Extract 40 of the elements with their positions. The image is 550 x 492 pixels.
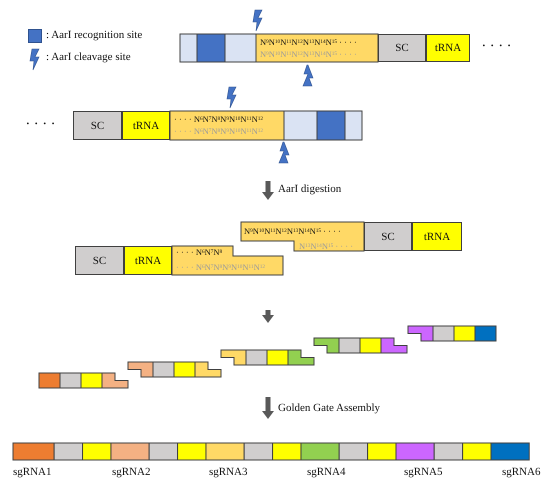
sgrna-label: sgRNA4 — [307, 466, 346, 478]
box-text: SC — [395, 42, 409, 54]
sgrna-label: sgRNA6 — [502, 466, 541, 478]
sgrna-label: sgRNA1 — [13, 466, 52, 478]
scaffold-box — [73, 111, 122, 140]
continuation-dots: · · · · — [26, 118, 56, 130]
legend-text: : AarI cleavage site — [46, 51, 131, 63]
sgrna-label: sgRNA5 — [404, 466, 443, 478]
box-text: tRNA — [134, 254, 162, 266]
scaffold-box — [378, 34, 426, 62]
scaffold-box — [75, 246, 124, 275]
sequence-box — [170, 111, 284, 140]
sgrna-label: sgRNA2 — [112, 466, 151, 478]
box-text: SC — [381, 230, 395, 242]
sgrna-label: sgRNA3 — [209, 466, 248, 478]
sequence-text: · · · · N$^{6}$N$^{7}$N$^{8}$N$^{9}$N$^{10}$N$^{11}$N$^{12}$ — [174, 126, 263, 138]
sequence-text: N$^{9}$N$^{10}$N$^{11}$N$^{12}$N$^{13}$N$^{14}$N$^{15}$ · · · · — [260, 49, 357, 61]
continuation-dots: · · · · — [482, 40, 512, 52]
sequence-box — [172, 246, 283, 275]
trna-box — [412, 222, 462, 251]
sequence-text: N$^{13}$N$^{14}$N$^{15}$ · · · · — [299, 241, 354, 253]
scaffold-box — [364, 222, 412, 251]
sequence-text: N$^{9}$N$^{10}$N$^{11}$N$^{12}$N$^{13}$N$^{14}$N$^{15}$ · · · · — [260, 37, 357, 49]
box-text: tRNA — [132, 120, 160, 132]
box-text: tRNA — [434, 42, 462, 54]
trna-box — [122, 111, 170, 140]
sequence-text: · · · · N$^{6}$N$^{7}$N$^{8}$N$^{9}$N$^{10}$N$^{11}$N$^{12}$ — [174, 114, 263, 126]
step-label: Golden Gate Assembly — [278, 402, 380, 414]
sequence-box — [256, 34, 378, 62]
sequence-box — [241, 222, 364, 251]
sequence-text: · · · · N$^{6}$N$^{7}$N$^{8}$ — [176, 247, 222, 259]
box-text: SC — [92, 254, 106, 266]
sequence-text: N$^{9}$N$^{10}$N$^{11}$N$^{12}$N$^{13}$N$^{14}$N$^{15}$ · · · · — [244, 226, 341, 238]
trna-box — [426, 34, 470, 62]
legend-text: : AarI recognition site — [46, 29, 142, 41]
box-text: tRNA — [424, 230, 450, 242]
box-text: SC — [90, 120, 104, 132]
sequence-text: · · · · N$^{6}$N$^{7}$N$^{8}$N$^{9}$N$^{10}$N$^{11}$N$^{12}$ — [176, 262, 265, 274]
trna-box — [124, 246, 172, 275]
step-label: AarI digestion — [278, 183, 342, 195]
